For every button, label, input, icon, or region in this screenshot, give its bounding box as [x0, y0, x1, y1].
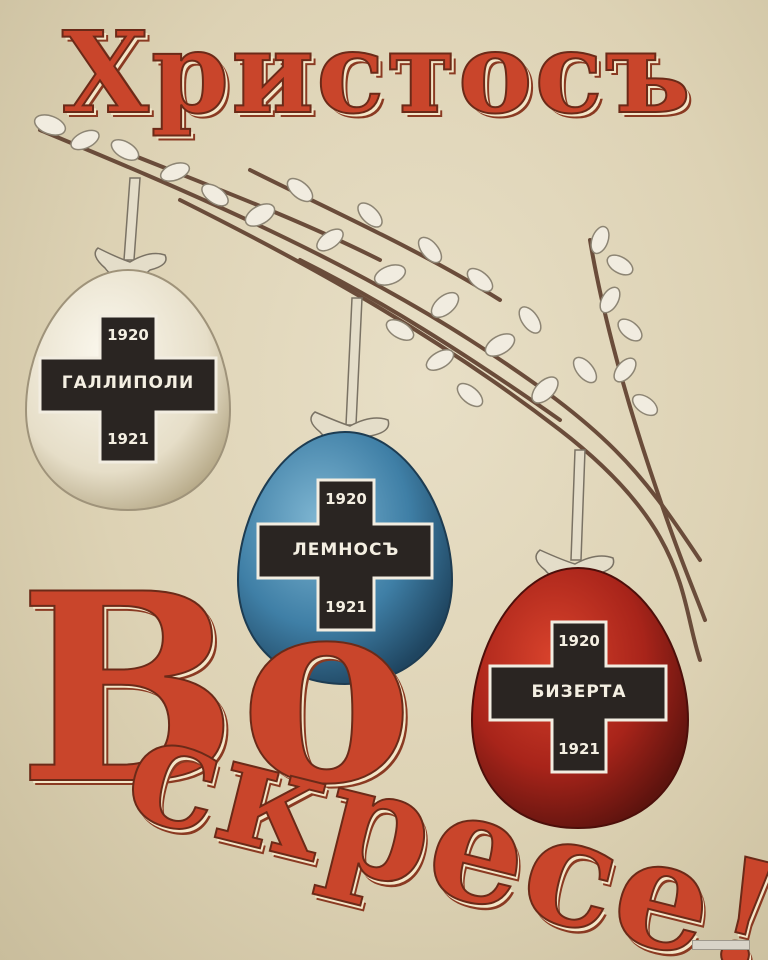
museum-label — [692, 940, 750, 950]
willow-catkins — [33, 114, 659, 417]
egg-red-year-top: 1920 — [558, 632, 600, 650]
egg-blue-year-top: 1920 — [325, 490, 367, 508]
egg-blue-year-bottom: 1921 — [325, 598, 367, 616]
egg-white-year-top: 1920 — [107, 326, 149, 344]
egg-red — [470, 566, 690, 830]
willow-branches — [38, 128, 707, 662]
poster-title-bottom-start: Во — [17, 537, 416, 842]
egg-white-year-bottom: 1921 — [107, 430, 149, 448]
egg-white — [24, 268, 232, 512]
egg-red-place: БИЗЕРТА — [531, 682, 627, 702]
cross-icon — [256, 478, 434, 632]
cross-icon — [38, 314, 218, 464]
poster-title-top: Христосъ — [61, 7, 693, 140]
egg-white-place: ГАЛЛИПОЛИ — [61, 373, 195, 393]
egg-blue — [236, 430, 454, 686]
cross-icon — [488, 620, 668, 774]
egg-blue-place: ЛЕМНОСЪ — [292, 540, 400, 560]
egg-red-year-bottom: 1921 — [558, 740, 600, 758]
